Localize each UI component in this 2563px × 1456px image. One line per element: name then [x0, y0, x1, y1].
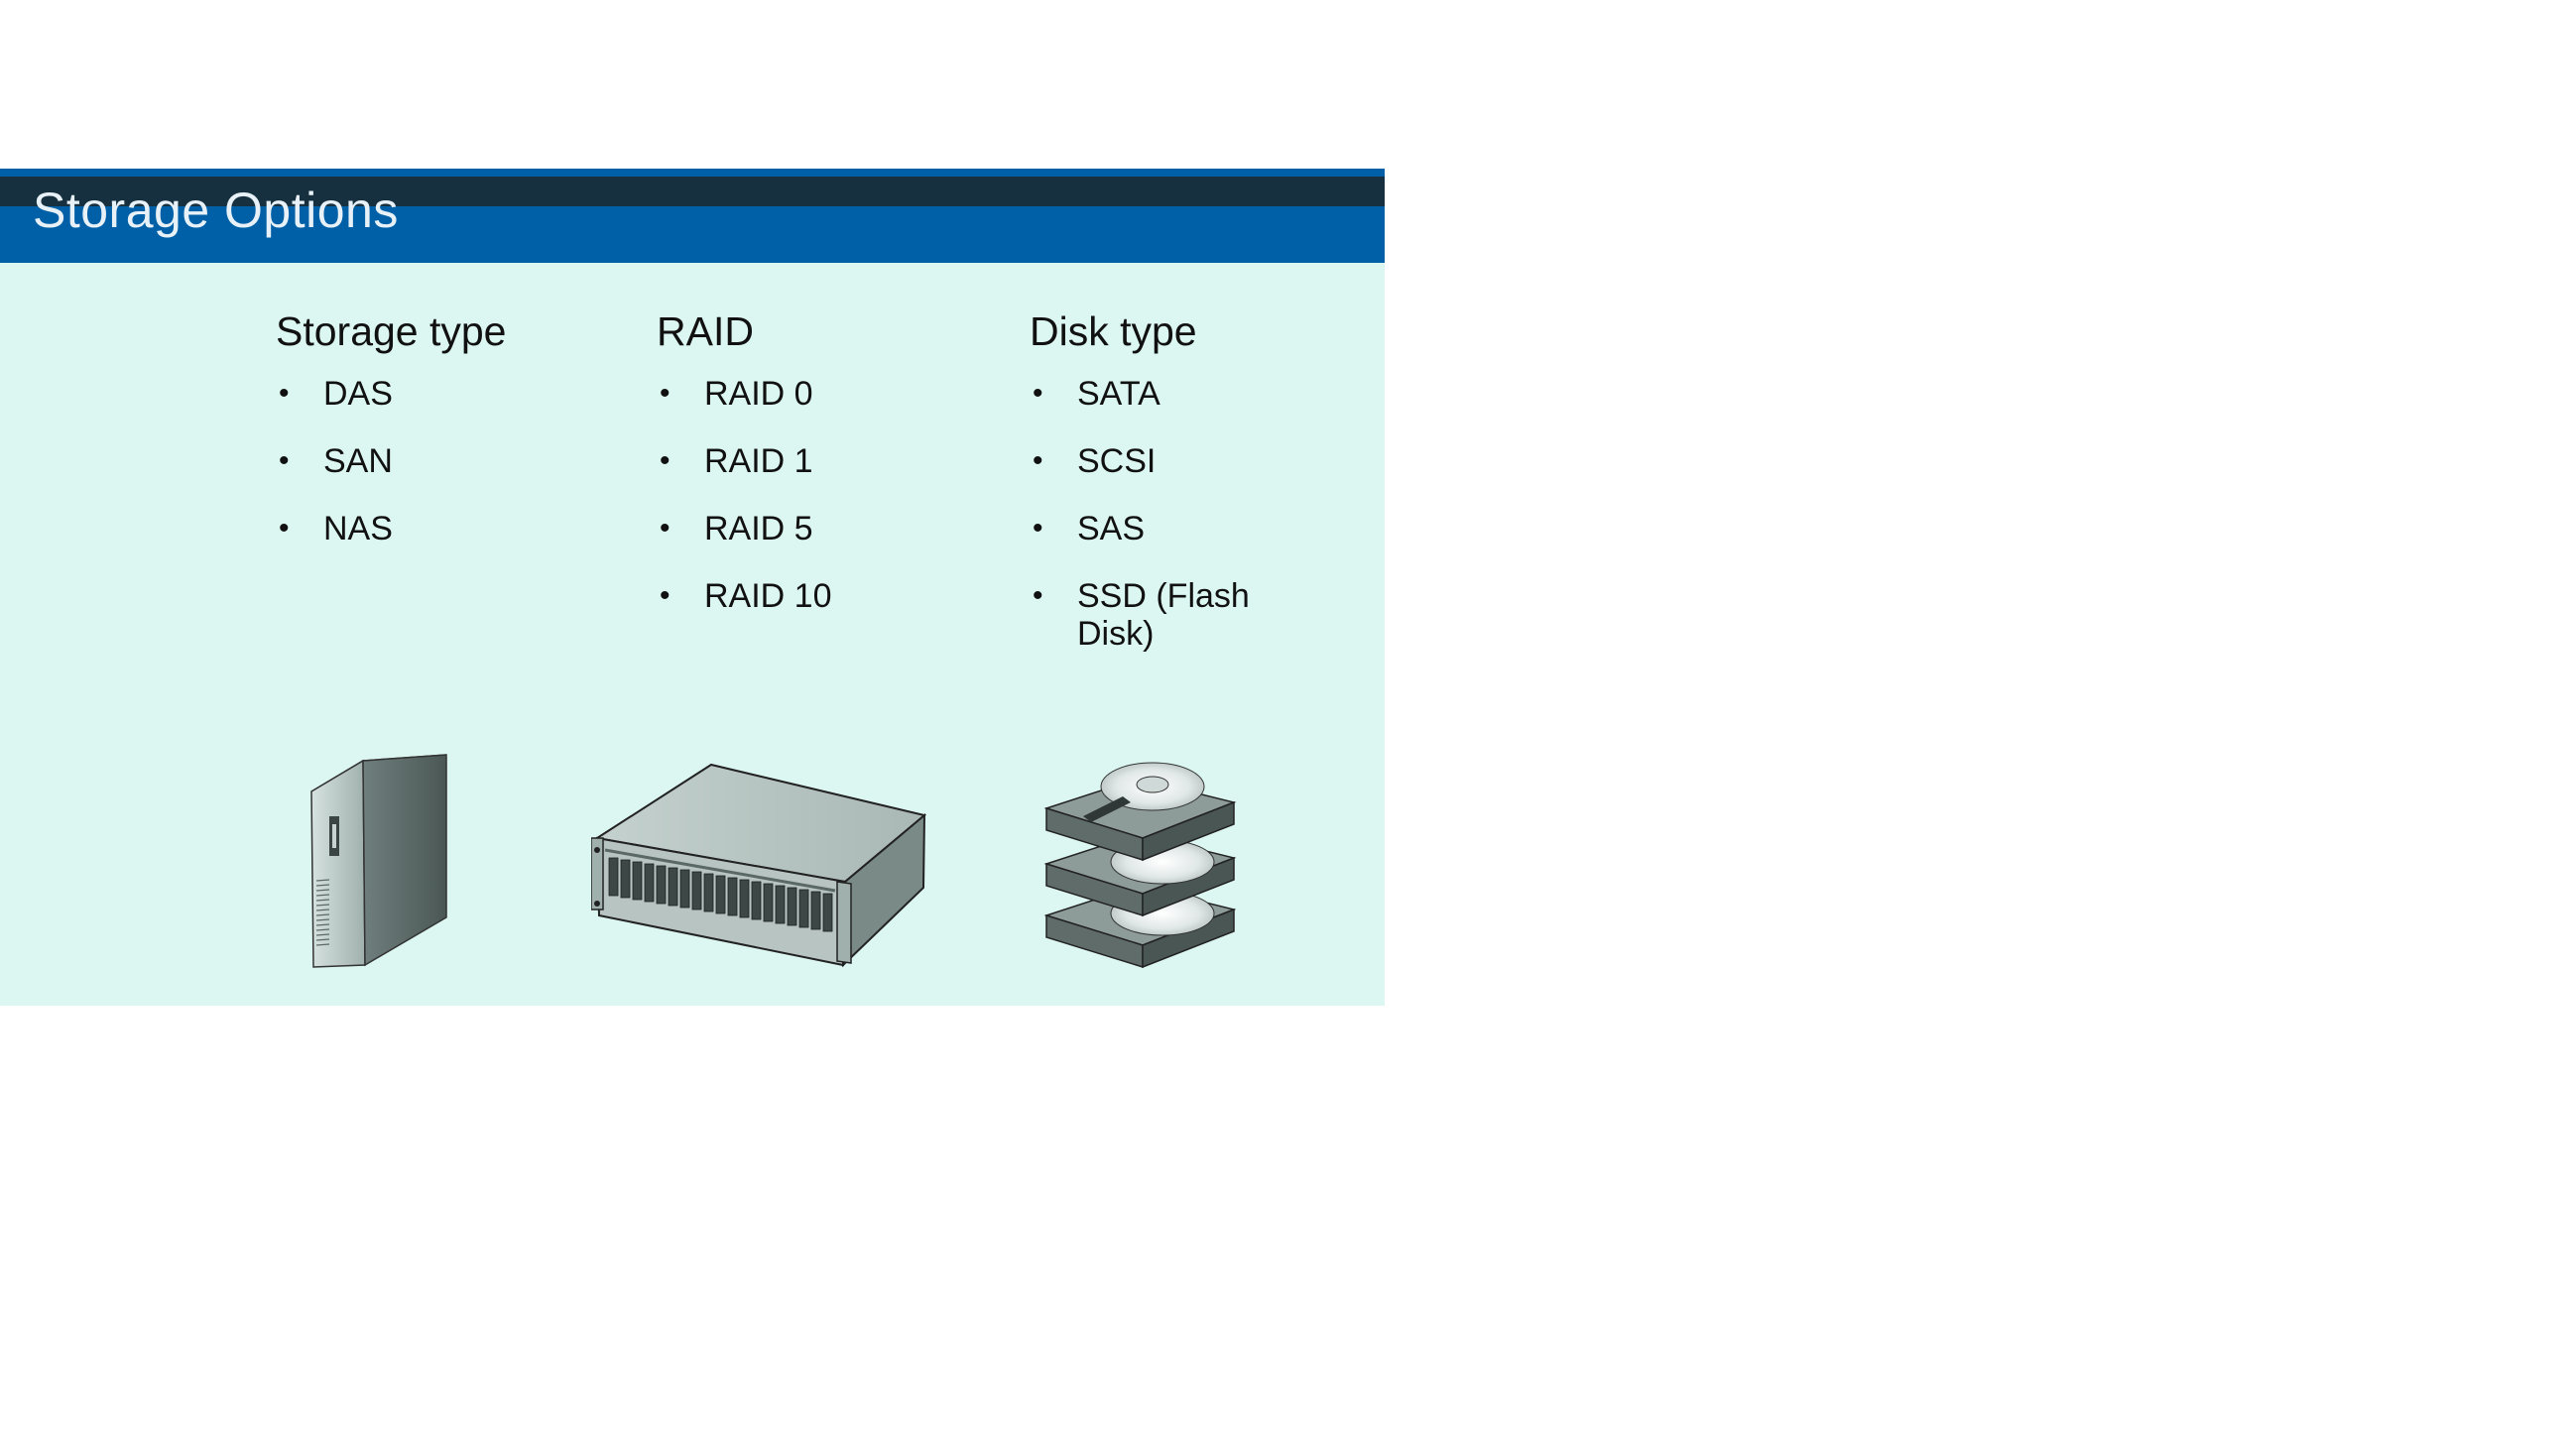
list-item: RAID 1: [657, 442, 984, 480]
title-stripe: [0, 177, 1385, 206]
column-heading: Storage type: [276, 308, 507, 354]
raid-column: RAID RAID 0 RAID 1 RAID 5 RAID 10: [657, 308, 984, 645]
list-item: SSD (Flash Disk): [1030, 577, 1276, 653]
bullet-list: DAS SAN NAS: [276, 375, 603, 547]
slide: Storage Options Storage type DAS SAN NAS…: [0, 169, 1385, 1006]
bullet-list: RAID 0 RAID 1 RAID 5 RAID 10: [657, 375, 984, 615]
list-item: SATA: [1030, 375, 1357, 413]
list-item: DAS: [276, 375, 603, 413]
column-heading: Disk type: [1030, 308, 1197, 354]
title-bar: Storage Options: [0, 169, 1385, 263]
disk-type-column: Disk type SATA SCSI SAS SSD (Flash Disk): [1030, 308, 1357, 682]
list-item: NAS: [276, 510, 603, 547]
column-heading: RAID: [657, 308, 754, 354]
slide-title: Storage Options: [33, 182, 399, 238]
tower-server-icon: [310, 754, 447, 968]
list-item: SCSI: [1030, 442, 1357, 480]
list-item: RAID 10: [657, 577, 984, 615]
bullet-list: SATA SCSI SAS SSD (Flash Disk): [1030, 375, 1357, 653]
hard-disk-stack-icon: [1043, 762, 1237, 969]
list-item: RAID 0: [657, 375, 984, 413]
list-item: RAID 5: [657, 510, 984, 547]
list-item: SAN: [276, 442, 603, 480]
storage-type-column: Storage type DAS SAN NAS: [276, 308, 603, 577]
rack-storage-array-icon: [591, 763, 927, 967]
list-item: SAS: [1030, 510, 1357, 547]
